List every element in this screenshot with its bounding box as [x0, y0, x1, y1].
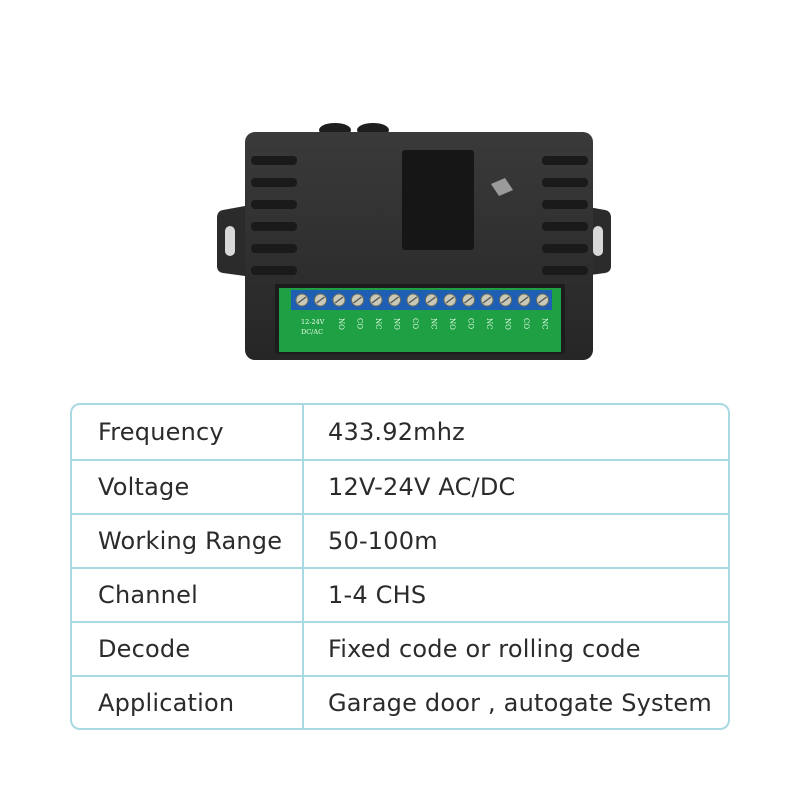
terminal-screw-slot [371, 296, 381, 304]
terminal-pin-label: CO [467, 318, 475, 329]
terminal-pin-label: NC [541, 318, 549, 329]
pcb-voltage-text-1: 12-24V [301, 318, 325, 326]
spec-value-working-range: 50-100m [328, 527, 438, 555]
terminal-pin-labels: NO CO NC NO CO NC NO CO NC NO CO NC [337, 318, 549, 330]
terminal-pin-label: NO [393, 318, 401, 330]
terminal-screw-slot [408, 296, 418, 304]
table-column-divider [302, 405, 304, 728]
spec-value-frequency: 433.92mhz [328, 418, 465, 446]
terminal-screw-slot [390, 296, 399, 304]
spec-label-decode: Decode [98, 635, 191, 663]
terminal-screw-slot [316, 296, 325, 304]
terminal-pin-label: CO [522, 318, 530, 329]
terminal-block [291, 290, 552, 310]
spec-label-voltage: Voltage [98, 473, 190, 501]
terminal-pin-label: CO [356, 318, 364, 329]
table-row: Voltage 12V-24V AC/DC [72, 459, 728, 513]
terminal-screw-slot [501, 296, 510, 304]
terminal-screw-slot [427, 296, 436, 304]
terminal-screw-slot [334, 296, 344, 304]
terminal-screw-slot [297, 296, 307, 304]
spec-label-channel: Channel [98, 581, 198, 609]
terminal-pin-label: NC [485, 318, 493, 329]
status-led-icon [491, 178, 513, 196]
table-row: Decode Fixed code or rolling code [72, 621, 728, 675]
terminal-screw-slot [538, 296, 547, 304]
spec-value-application: Garage door , autogate System [328, 688, 712, 717]
terminal-screw-slot [353, 296, 362, 304]
table-row: Working Range 50-100m [72, 513, 728, 567]
terminal-screw-slot [464, 296, 473, 304]
spec-value-voltage: 12V-24V AC/DC [328, 473, 516, 501]
vent-slots-right [542, 156, 588, 275]
vent-slots-left [251, 156, 297, 275]
pcb-voltage-text-2: DC/AC [301, 328, 323, 336]
terminal-screw-slot [445, 296, 455, 304]
spec-label-application: Application [98, 688, 235, 717]
terminal-screw-slot [482, 296, 492, 304]
mounting-ear-left [217, 206, 245, 276]
spec-value-decode: Fixed code or rolling code [328, 635, 641, 663]
table-row: Application Garage door , autogate Syste… [72, 675, 728, 728]
terminal-screw-slot [519, 296, 529, 304]
table-row: Frequency 433.92mhz [72, 405, 728, 459]
spec-value-channel: 1-4 CHS [328, 581, 427, 609]
terminal-pin-label: NO [337, 318, 345, 330]
terminal-pin-label: NC [430, 318, 438, 329]
terminal-pin-label: NO [448, 318, 456, 330]
terminal-strip [291, 290, 552, 310]
terminal-pin-label: NO [504, 318, 512, 330]
table-row: Channel 1-4 CHS [72, 567, 728, 621]
spec-label-frequency: Frequency [98, 418, 224, 446]
receiver-module-graphic: 12-24V DC/AC NO CO NC NO CO NC NO CO NC NO CO NC [217, 123, 611, 360]
terminal-pin-label: NC [374, 318, 382, 329]
spec-label-working-range: Working Range [98, 527, 283, 555]
label-window [402, 150, 474, 250]
product-image: 12-24V DC/AC NO CO NC NO CO NC NO CO NC NO CO NC [215, 118, 613, 362]
spec-table: Frequency 433.92mhz Voltage 12V-24V AC/D… [70, 403, 730, 730]
terminal-pin-label: CO [411, 318, 419, 329]
